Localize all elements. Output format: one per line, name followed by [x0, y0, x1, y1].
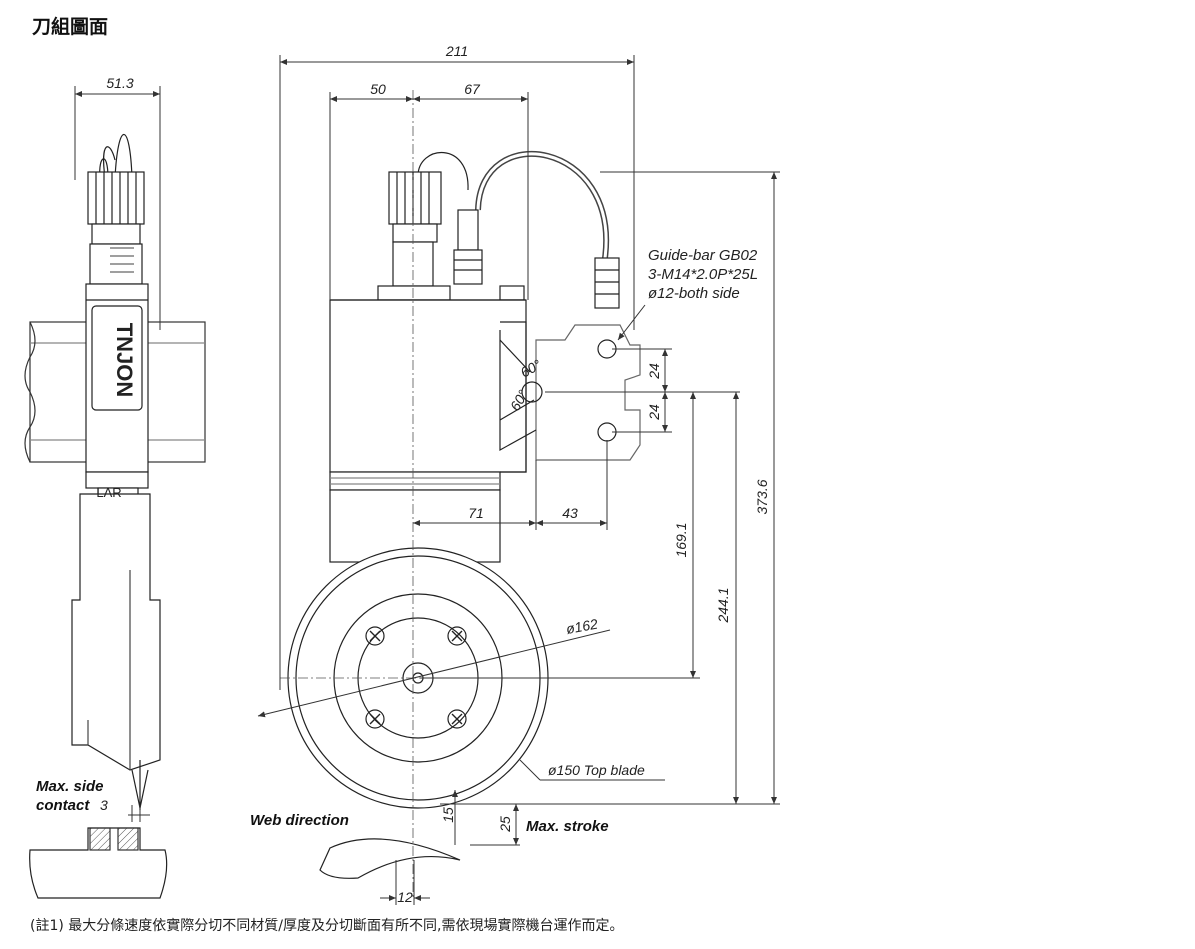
max-stroke-label: Max. stroke — [526, 818, 609, 835]
dim-side-width: 51.3 — [106, 75, 133, 91]
brand-mark-side: LAR — [96, 485, 121, 500]
guide-bar-label-1: Guide-bar GB02 — [648, 247, 758, 264]
footnote: (註1) 最大分條速度依實際分切不同材質/厚度及分切斷面有所不同,需依現場實際機… — [30, 918, 624, 934]
dim-height-244: 244.1 — [715, 587, 731, 623]
dim-web-12: 12 — [397, 889, 413, 905]
page-title: 刀組圖面 — [32, 16, 109, 38]
guide-bar-label-2: 3-M14*2.0P*25L — [648, 266, 758, 283]
dim-stroke-15: 15 — [440, 807, 456, 823]
dim-hole-pitch-1: 24 — [646, 363, 662, 380]
side-view — [24, 133, 206, 899]
dim-blade-diameter: ø162 — [565, 616, 599, 637]
dim-height-373: 373.6 — [754, 479, 770, 514]
side-width-dimension — [74, 86, 161, 330]
web-direction-label: Web direction — [250, 812, 349, 829]
dim-hole-pitch-2: 24 — [646, 404, 662, 421]
dim-stroke-25: 25 — [497, 816, 513, 833]
dim-height-169: 169.1 — [673, 522, 689, 557]
dim-right-offset: 67 — [464, 81, 481, 97]
side-contact-dimension — [128, 805, 150, 822]
dim-side-contact: 3 — [100, 797, 108, 813]
dim-overall-width: 211 — [445, 43, 468, 59]
brand-name-side: TNJON — [112, 323, 137, 398]
dim-top-blade: ø150 Top blade — [548, 762, 645, 778]
front-view — [287, 150, 641, 879]
max-side-contact-label-1: Max. side — [36, 778, 104, 795]
dim-offset-43: 43 — [562, 505, 578, 521]
guide-bar-label-3: ø12-both side — [648, 285, 740, 302]
max-side-contact-label-2: contact — [36, 797, 90, 814]
dim-left-offset: 50 — [370, 81, 386, 97]
front-dimensions — [257, 55, 780, 905]
dim-offset-71: 71 — [468, 505, 484, 521]
